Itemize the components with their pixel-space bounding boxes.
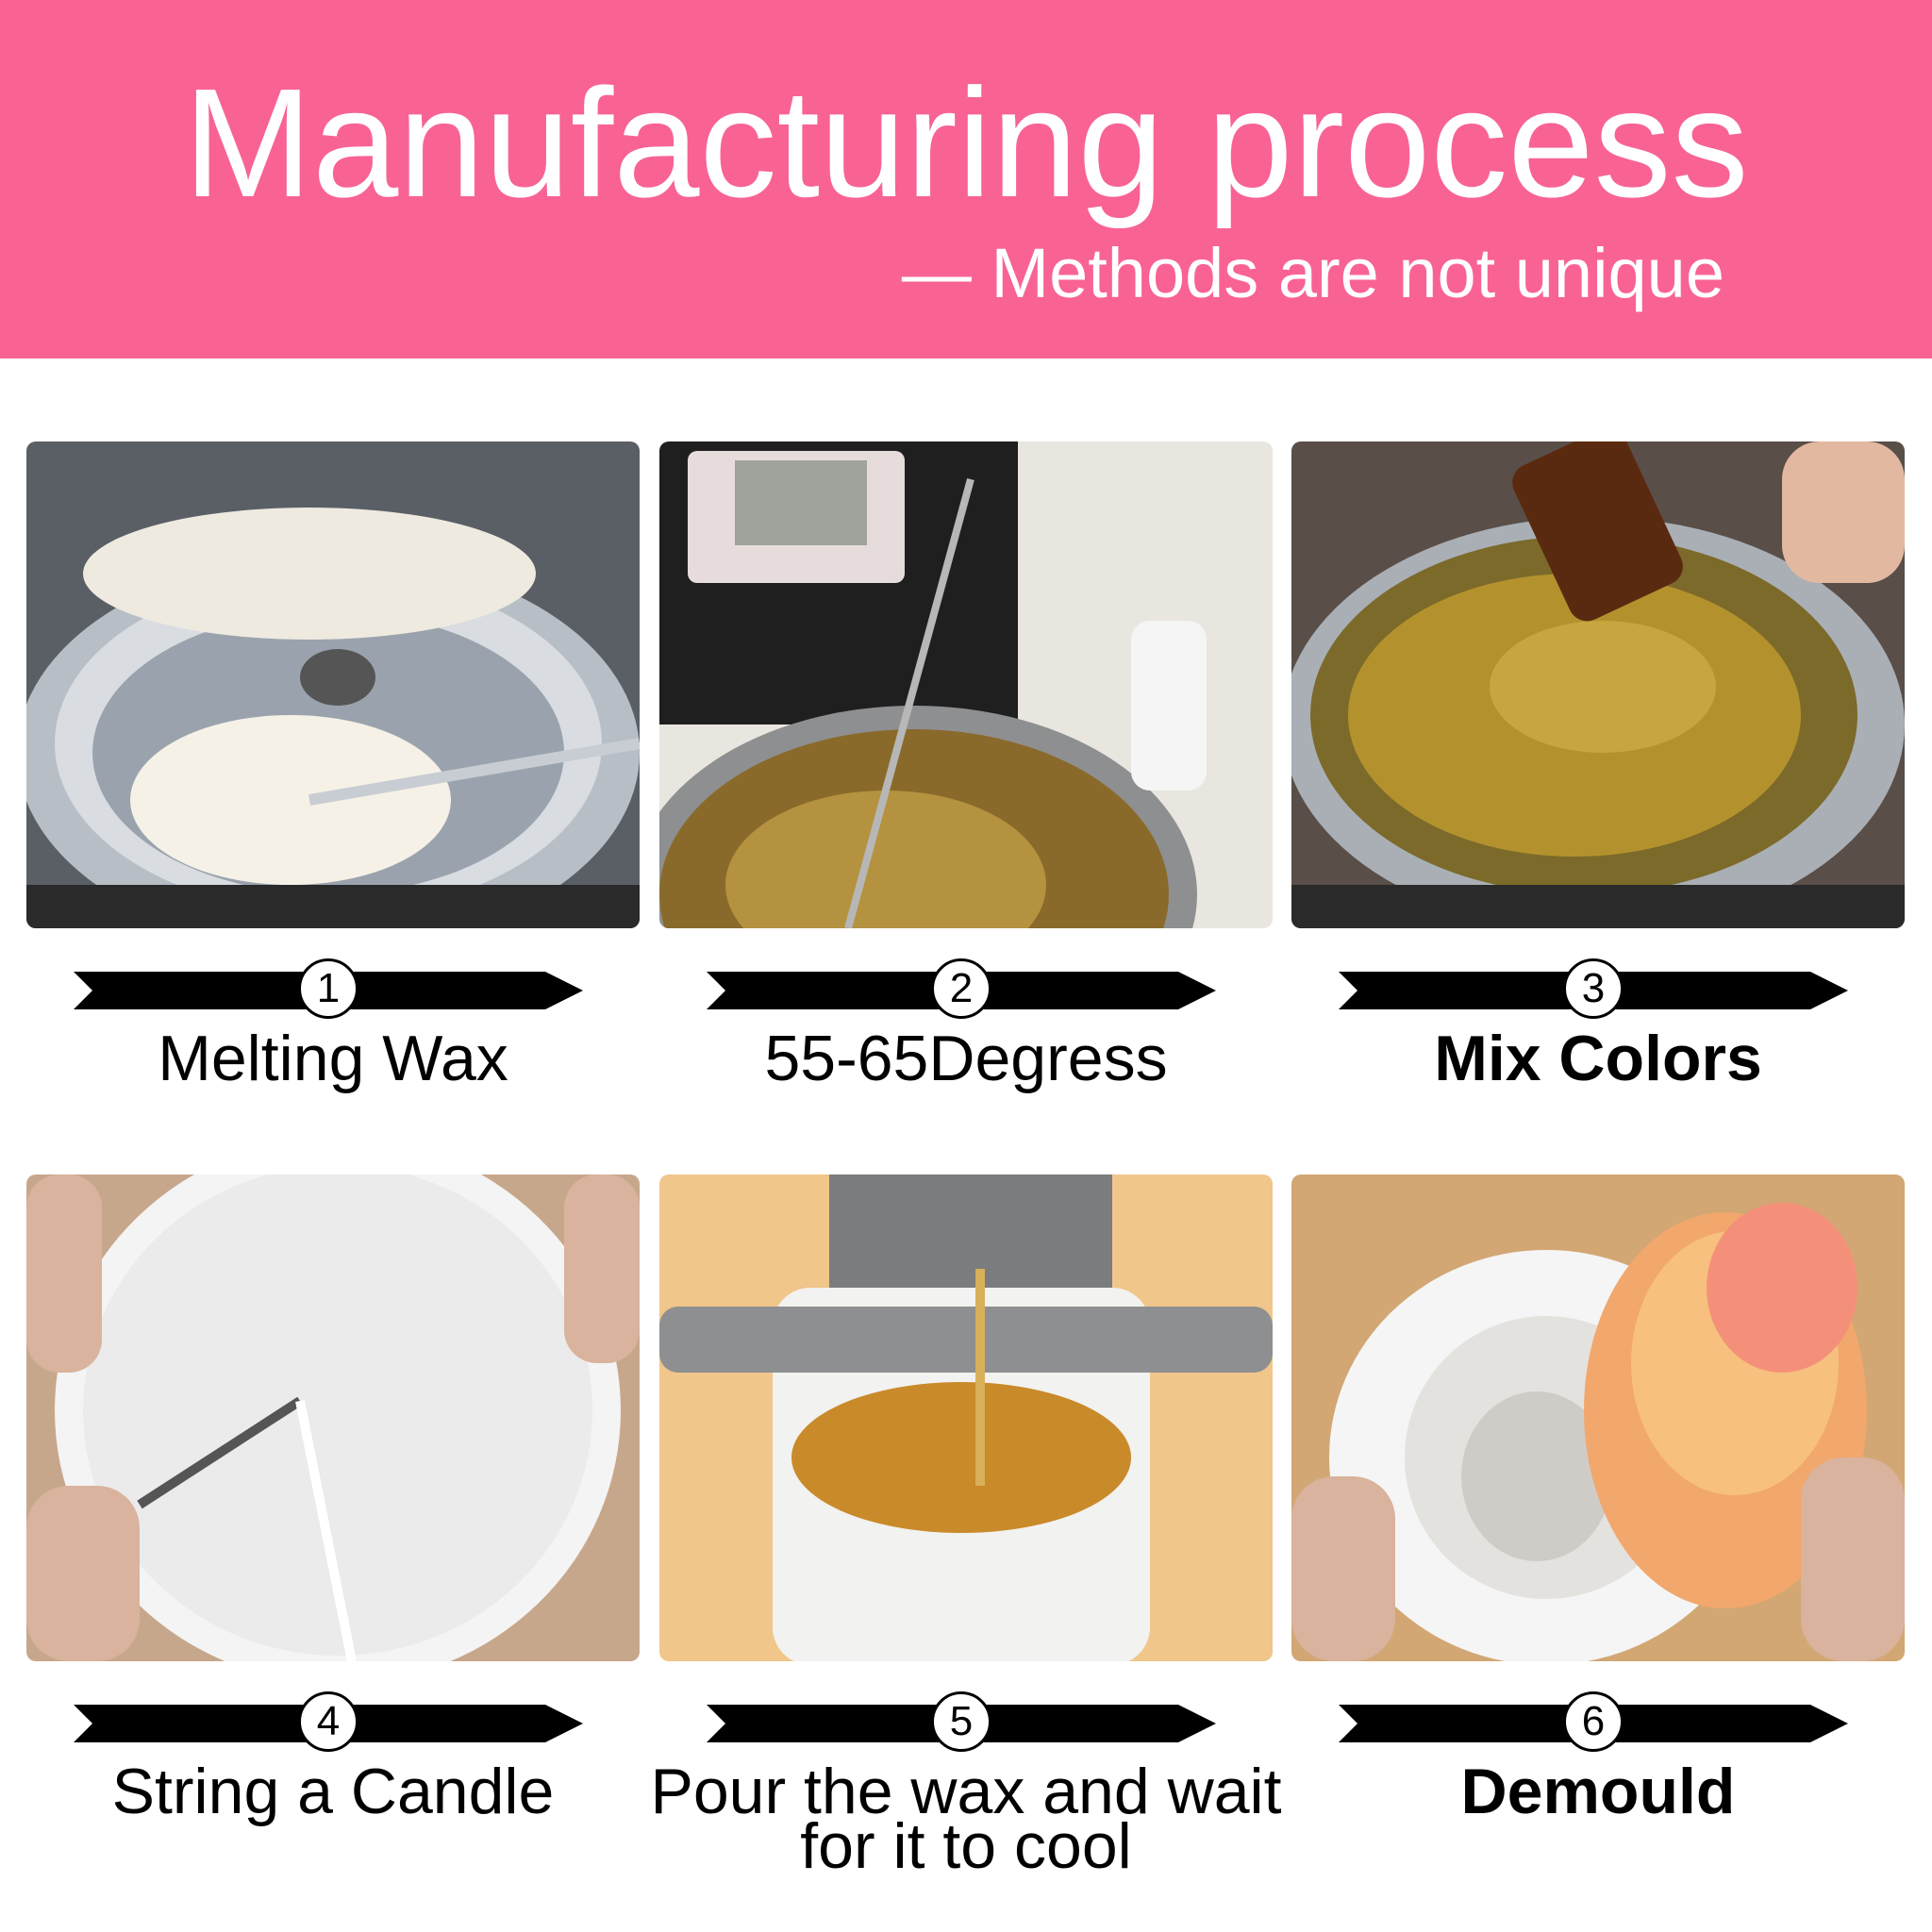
step-number-badge: 6 — [1563, 1691, 1624, 1752]
step-label-line-2: for it to cool — [800, 1810, 1132, 1882]
step-number-badge: 5 — [931, 1691, 991, 1752]
step-arrow-6: 6 — [1339, 1691, 1848, 1756]
page-subtitle: — Methods are not unique — [901, 234, 1724, 312]
step-arrow-4: 4 — [74, 1691, 583, 1756]
step-number-badge: 2 — [931, 958, 991, 1019]
step-photo-demould — [1291, 1174, 1905, 1661]
step-photo-mix-colors — [1291, 441, 1905, 928]
step-label: Mix Colors — [1434, 1023, 1762, 1094]
page-title: Manufacturing process — [183, 57, 1749, 229]
step-label: Melting Wax — [158, 1023, 508, 1094]
step-arrow-5: 5 — [707, 1691, 1216, 1756]
step-photo-thermometer — [659, 441, 1273, 928]
step-label: Demould — [1460, 1756, 1736, 1827]
step-arrow-3: 3 — [1339, 958, 1848, 1023]
step-label: String a Candle — [111, 1756, 555, 1827]
step-photo-string-candle — [26, 1174, 640, 1661]
step-photo-melting-wax — [26, 441, 640, 928]
step-photo-pour-wax — [659, 1174, 1273, 1661]
step-number-badge: 4 — [298, 1691, 358, 1752]
step-number-badge: 3 — [1563, 958, 1624, 1019]
step-label: Pour the wax and wait — [650, 1756, 1282, 1827]
step-arrow-1: 1 — [74, 958, 583, 1023]
header-banner: Manufacturing process — Methods are not … — [0, 0, 1932, 358]
step-label: 55-65Degress — [764, 1023, 1168, 1094]
step-number-badge: 1 — [298, 958, 358, 1019]
step-arrow-2: 2 — [707, 958, 1216, 1023]
